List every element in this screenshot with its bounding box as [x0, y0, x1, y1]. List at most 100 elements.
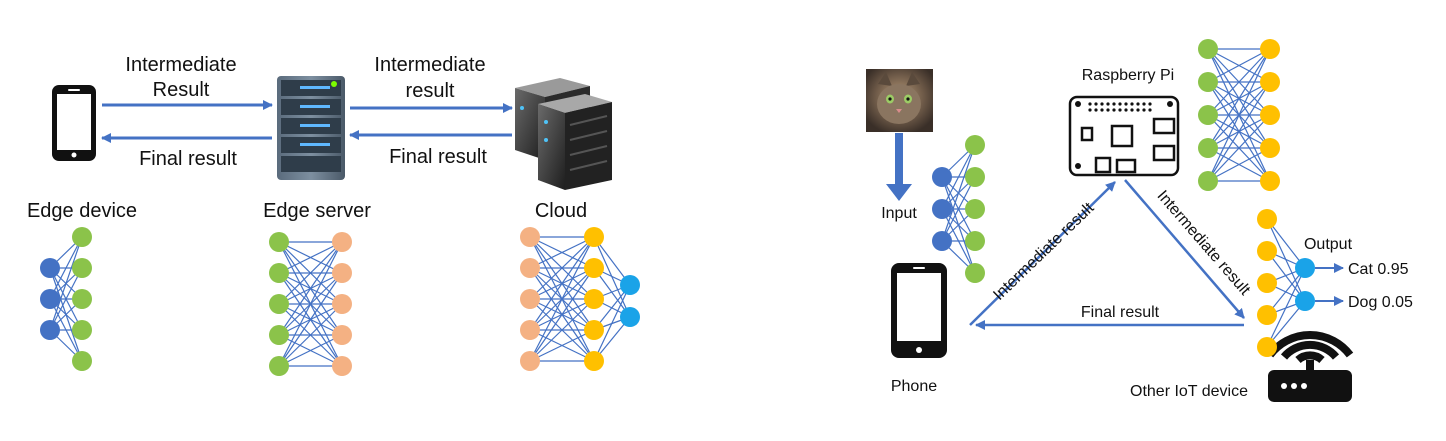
phone-network [932, 135, 985, 283]
nn-node [965, 135, 985, 155]
nn-node [269, 325, 289, 345]
router-icon [1266, 331, 1354, 402]
nn-node [965, 199, 985, 219]
nn-node [584, 351, 604, 371]
nn-edge [1266, 267, 1306, 348]
nn-edge [49, 236, 83, 300]
edge-server-label: Edge server [263, 200, 371, 222]
neural-networks [40, 39, 1315, 376]
nn-edge [529, 236, 595, 331]
nn-node [1198, 39, 1218, 59]
nn-node [1260, 138, 1280, 158]
nn-node [1198, 138, 1218, 158]
server-cloud-label-line1: Intermediate [374, 54, 485, 76]
nn-edge [1207, 48, 1271, 83]
nn-edge [278, 272, 343, 367]
nn-node [1198, 171, 1218, 191]
nn-edge [529, 236, 595, 362]
nn-edge [278, 241, 343, 367]
cat-photo-icon [866, 69, 933, 132]
nn-node [520, 320, 540, 340]
server-icon [277, 76, 345, 180]
nn-node [584, 320, 604, 340]
cloud-label: Cloud [535, 200, 587, 222]
nn-node [932, 167, 952, 187]
nn-node [72, 227, 92, 247]
nn-node [965, 167, 985, 187]
nn-node [1260, 72, 1280, 92]
nn-edge [278, 241, 343, 305]
nn-node [269, 232, 289, 252]
nn-node [620, 307, 640, 327]
nn-node [332, 232, 352, 252]
server-phone-label: Final result [139, 148, 237, 170]
nn-node [1257, 273, 1277, 293]
nn-edge [278, 303, 343, 367]
nn-node [72, 289, 92, 309]
nn-edge [941, 144, 976, 210]
nn-node [1295, 291, 1315, 311]
nn-node [584, 289, 604, 309]
raspberry-pi-icon [1068, 95, 1180, 177]
nn-node [620, 275, 640, 295]
nn-node [932, 199, 952, 219]
intermediate-label-right: Intermediate result [1154, 187, 1254, 299]
nn-edge [1207, 81, 1271, 182]
nn-node [520, 227, 540, 247]
nn-node [72, 351, 92, 371]
nn-edge [278, 241, 343, 336]
nn-edge [1207, 48, 1271, 116]
output-label: Output [1304, 236, 1353, 253]
phone-icon-right [891, 263, 947, 358]
nn-edge [941, 144, 976, 242]
nn-edge [49, 267, 83, 331]
nn-node [40, 320, 60, 340]
nn-node [932, 231, 952, 251]
nn-node [332, 294, 352, 314]
nn-node [520, 289, 540, 309]
nn-node [72, 320, 92, 340]
arrow-phone-to-pi [969, 181, 1116, 326]
edge-device-network [40, 227, 92, 371]
nn-node [1198, 72, 1218, 92]
nn-node [332, 356, 352, 376]
nn-edge [529, 298, 595, 362]
output-dog: Dog 0.05 [1348, 294, 1413, 311]
server-cloud-label-line2: result [406, 80, 455, 102]
nn-node [1260, 39, 1280, 59]
nn-edge [1266, 267, 1306, 316]
nn-edge [529, 329, 595, 362]
phone-icon [52, 85, 96, 161]
nn-node [1257, 337, 1277, 357]
nn-node [40, 289, 60, 309]
nn-node [332, 263, 352, 283]
nn-edge [1266, 218, 1306, 269]
nn-node [520, 351, 540, 371]
nn-node [1260, 171, 1280, 191]
nn-node [1257, 241, 1277, 261]
final-result-label: Final result [1081, 304, 1160, 321]
nn-edge [1207, 147, 1271, 182]
output-cat: Cat 0.95 [1348, 261, 1409, 278]
nn-edge [1207, 48, 1271, 182]
edge-device-label: Edge device [27, 200, 137, 222]
iot-network [1257, 209, 1315, 357]
nn-node [1295, 258, 1315, 278]
nn-edge [278, 334, 343, 367]
nn-node [40, 258, 60, 278]
arrow-pi-to-iot [1124, 179, 1245, 319]
nn-edge [278, 241, 343, 274]
nn-edge [1207, 114, 1271, 182]
nn-node [72, 258, 92, 278]
nn-node [520, 258, 540, 278]
phone-server-label-line2: Result [153, 79, 210, 101]
nn-node [1198, 105, 1218, 125]
input-arrow-head [886, 184, 912, 201]
phone-server-label-line1: Intermediate [125, 54, 236, 76]
raspberry-network [1198, 39, 1280, 191]
nn-node [1260, 105, 1280, 125]
raspberry-label: Raspberry Pi [1082, 67, 1174, 84]
nn-edge [49, 236, 83, 331]
nn-node [965, 263, 985, 283]
